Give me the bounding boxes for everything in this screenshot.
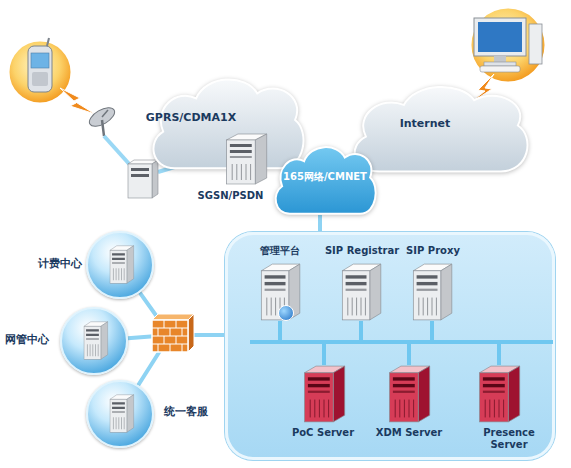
connector-line [318,215,322,232]
server-icon-box [476,365,522,423]
center-circle [86,380,154,448]
server-icon [108,394,135,433]
platform-panel: 管理平台 SIP RegistrarSIP ProxyPoC Server XDM … [225,232,555,460]
node-label: PoC Server [285,427,361,439]
server-icon-box [108,394,135,433]
server-node: XDM Server [368,365,450,443]
server-icon [82,321,109,360]
node-label: 管理平台 [250,245,310,257]
center-node: 计费中心 [38,228,156,303]
network-cloud: Internet [345,78,535,173]
server-icon-box [223,133,269,185]
server-icon-box [82,321,109,360]
satellite-dish [86,104,117,136]
server-icon [339,263,383,321]
server-node: SIP Registrar [322,245,402,325]
server-icon-box [339,263,383,321]
globe-icon [278,305,294,321]
connector-line [140,293,225,335]
server-icon [386,365,432,423]
node-label: SIP Registrar [322,245,402,257]
server-icon-box [108,245,135,284]
network-cloud: 165网络/CMNET [270,140,380,215]
firewall-icon [152,314,194,352]
phone-icon [8,38,72,104]
center-circle [86,231,154,299]
center-node: 网管中心 [5,305,130,377]
node-label: 统一客服 [164,406,216,419]
server-icon-box [301,365,347,423]
server-node: SGSN/PSDN [188,128,273,203]
bus-line [250,321,553,365]
center-circle [60,307,128,375]
node-label: XDM Server [368,427,450,439]
server-icon [476,365,522,423]
server-node: 管理平台 [250,245,310,325]
center-node: 统一客服 [86,378,216,450]
server-icon [410,263,454,321]
server-icon-box [410,263,454,321]
node-label: Internet [380,118,470,131]
computer-icon [470,7,546,83]
node-label: 计费中心 [38,258,84,271]
server-icon-box [386,365,432,423]
lightning-icon [60,88,95,114]
node-label: 165网络/CMNET [270,171,380,183]
node-label: 网管中心 [5,334,55,347]
server-node: PoC Server [285,365,361,443]
node-label: Presence Server [466,427,552,450]
node-label: SIP Proxy [398,245,468,257]
server-node: Presence Server [466,365,552,443]
node-label: SGSN/PSDN [188,190,273,202]
server-icon [108,245,135,284]
node-label: GPRS/CDMA1X [145,112,237,125]
base-station-server [128,160,158,198]
connector-line [138,335,225,385]
server-icon [223,133,269,185]
server-icon [301,365,347,423]
server-node: SIP Proxy [398,245,468,325]
